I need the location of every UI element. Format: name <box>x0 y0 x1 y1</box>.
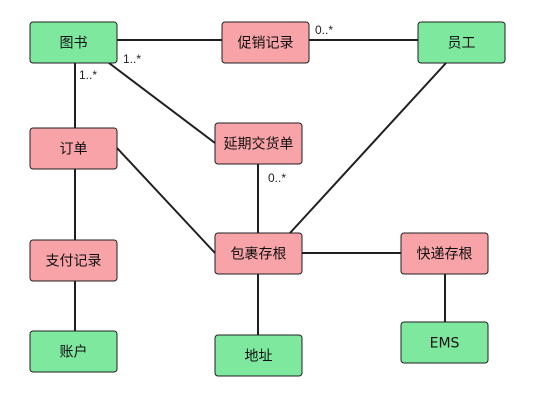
entity-label-staff: 员工 <box>448 36 476 52</box>
entity-box-account <box>29 330 118 373</box>
entity-label-package: 包裹存根 <box>231 247 287 263</box>
multiplicity-label-book-order: 1..* <box>79 68 97 82</box>
entity-box-package <box>214 232 303 275</box>
entity-box-address <box>214 334 303 377</box>
multiplicity-label-promo-staff: 0..* <box>315 23 333 37</box>
entity-staff[interactable]: 员工 <box>417 21 506 64</box>
entity-ems[interactable]: EMS <box>400 321 489 364</box>
entity-promo[interactable]: 促销记录 <box>221 21 310 64</box>
multiplicity-label-delay-package: 0..* <box>268 171 286 185</box>
edge-book-delay <box>108 62 216 144</box>
entity-package[interactable]: 包裹存根 <box>214 232 303 275</box>
multiplicity-labels-layer: 0..* 1..* 1..* 0..* <box>79 23 333 185</box>
entity-label-ems: EMS <box>430 336 460 352</box>
entity-express[interactable]: 快递存根 <box>400 232 489 275</box>
edges-layer <box>74 39 447 335</box>
entity-box-book <box>29 21 118 64</box>
entity-order[interactable]: 订单 <box>29 127 118 170</box>
entity-box-promo <box>221 21 310 64</box>
entity-delay[interactable]: 延期交货单 <box>214 122 303 165</box>
entity-box-delay <box>214 122 303 165</box>
entity-label-order: 订单 <box>60 142 88 158</box>
edge-order-package <box>116 147 216 254</box>
entity-label-account: 账户 <box>60 344 88 361</box>
multiplicity-label-book-delay: 1..* <box>123 52 141 66</box>
entity-account[interactable]: 账户 <box>29 330 118 373</box>
entity-book[interactable]: 图书 <box>29 21 118 64</box>
entity-label-promo: 促销记录 <box>238 36 294 52</box>
entity-label-payment: 支付记录 <box>46 254 102 270</box>
entity-address[interactable]: 地址 <box>214 334 303 377</box>
entity-box-order <box>29 127 118 170</box>
edge-staff-package <box>289 62 447 234</box>
entity-label-express: 快递存根 <box>417 247 473 263</box>
entity-box-ems <box>400 321 489 364</box>
entity-payment[interactable]: 支付记录 <box>29 239 118 282</box>
entity-box-payment <box>29 239 118 282</box>
entity-label-book: 图书 <box>60 36 88 52</box>
entity-box-staff <box>417 21 506 64</box>
entity-label-delay: 延期交货单 <box>224 136 294 153</box>
entity-box-express <box>400 232 489 275</box>
entity-label-address: 地址 <box>245 349 273 365</box>
